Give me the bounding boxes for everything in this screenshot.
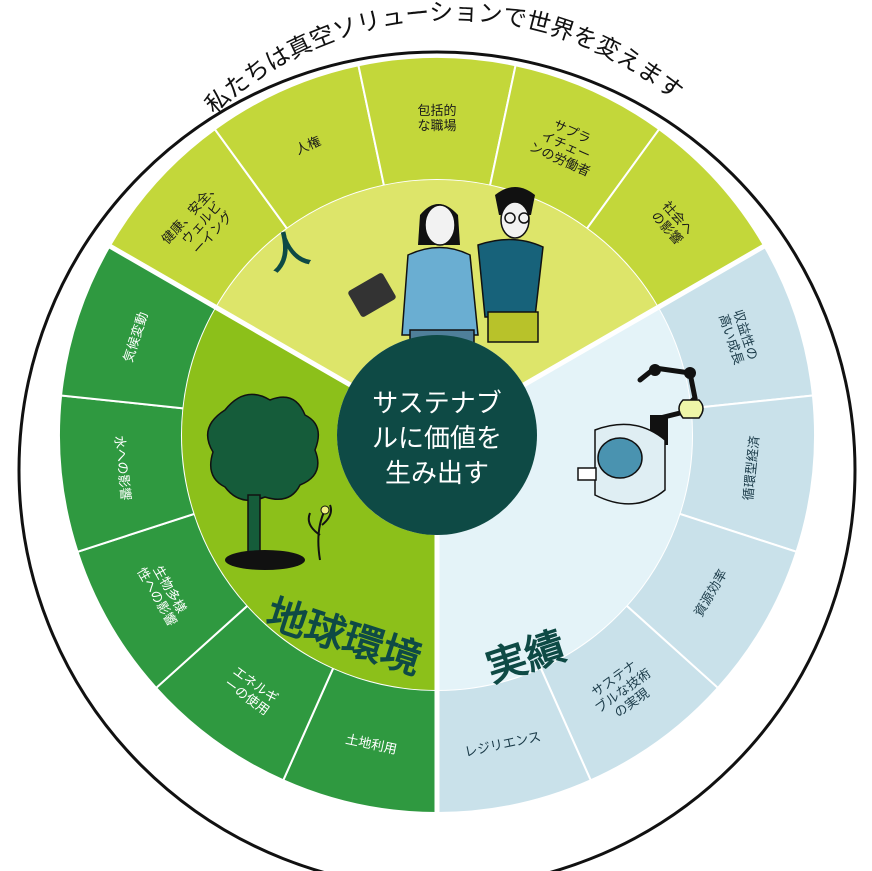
center-line-3: 生み出す: [385, 459, 489, 489]
robot-illustration: [577, 364, 704, 505]
center-line-2: ルに価値を: [372, 424, 502, 454]
performance-inner-sector: [437, 307, 692, 690]
center-line-1: サステナブ: [372, 389, 501, 419]
environment-item-label-4: 水への影響: [111, 435, 134, 501]
sector-divider-1: [108, 243, 352, 388]
sector-divider-2: [522, 243, 766, 388]
people-item-label-3: 包括的な職場: [417, 103, 456, 134]
performance-item-label-2: 循環型経済: [740, 435, 763, 501]
sector-dividers: [108, 243, 766, 813]
center-circle: [337, 335, 537, 535]
tree-illustration: [206, 393, 332, 570]
